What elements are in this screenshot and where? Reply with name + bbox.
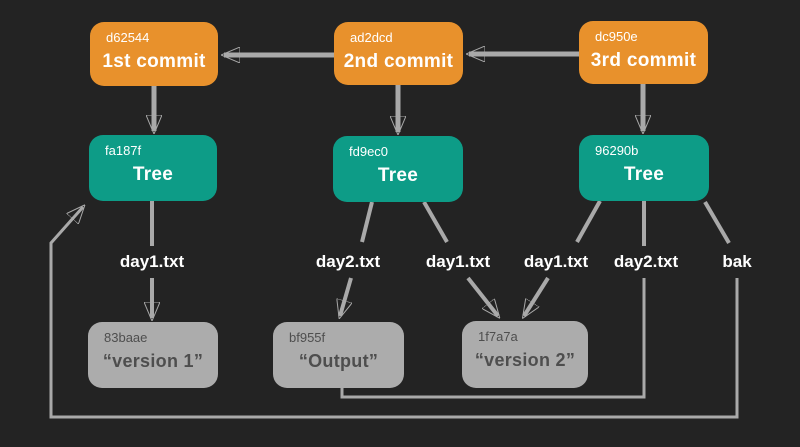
tree-node-1: fa187f Tree: [89, 135, 217, 201]
commit-node-3: dc950e 3rd commit: [579, 21, 708, 84]
node-label: Tree: [623, 164, 665, 185]
edge-tree3-day2-loop-to-blob2: [340, 278, 646, 399]
node-label: Tree: [377, 165, 419, 186]
edge-label-tree2-day1: day1.txt: [425, 252, 491, 271]
node-hash: fa187f: [105, 143, 142, 158]
node-hash: 1f7a7a: [478, 329, 518, 344]
edge-tree2-day2-upper: [360, 201, 374, 243]
edge-tree3-to-blob3: [524, 276, 550, 316]
blob-node-1: 83baae “version 1”: [88, 322, 218, 388]
node-label: “Output”: [298, 351, 379, 371]
node-hash: ad2dcd: [350, 30, 393, 45]
edge-label-tree2-day2: day2.txt: [315, 252, 381, 271]
commit-node-1: d62544 1st commit: [90, 22, 218, 86]
blob-node-3: 1f7a7a “version 2”: [462, 321, 588, 388]
node-label: 3rd commit: [590, 50, 697, 71]
edge-label-tree3-bak: bak: [722, 252, 752, 271]
edge-label-tree1-day1: day1.txt: [119, 252, 185, 271]
tree-node-3: 96290b Tree: [579, 135, 709, 201]
edge-label-tree3-day1: day1.txt: [523, 252, 589, 271]
edge-tree3-bak-loop-to-tree1: [49, 207, 739, 419]
edge-tree3-day1-upper: [575, 200, 602, 243]
tree-node-2: fd9ec0 Tree: [333, 136, 463, 202]
node-hash: bf955f: [289, 330, 326, 345]
node-hash: fd9ec0: [349, 144, 389, 159]
node-label: “version 1”: [102, 351, 204, 371]
commit-node-2: ad2dcd 2nd commit: [334, 22, 463, 85]
node-hash: 83baae: [104, 330, 148, 345]
edge-tree2-day1-upper: [422, 201, 449, 243]
blob-node-2: bf955f “Output”: [273, 322, 404, 388]
edge-tree2-to-blob3: [466, 276, 498, 316]
node-label: 2nd commit: [343, 51, 454, 72]
node-hash: dc950e: [595, 29, 638, 44]
node-label: 1st commit: [102, 51, 206, 72]
edge-label-tree3-day2: day2.txt: [613, 252, 679, 271]
node-hash: 96290b: [595, 143, 639, 158]
node-label: Tree: [132, 164, 174, 185]
node-label: “version 2”: [474, 350, 576, 370]
node-hash: d62544: [106, 30, 150, 45]
edge-tree2-to-blob2: [340, 277, 353, 316]
edge-tree3-bak-upper: [703, 200, 731, 245]
